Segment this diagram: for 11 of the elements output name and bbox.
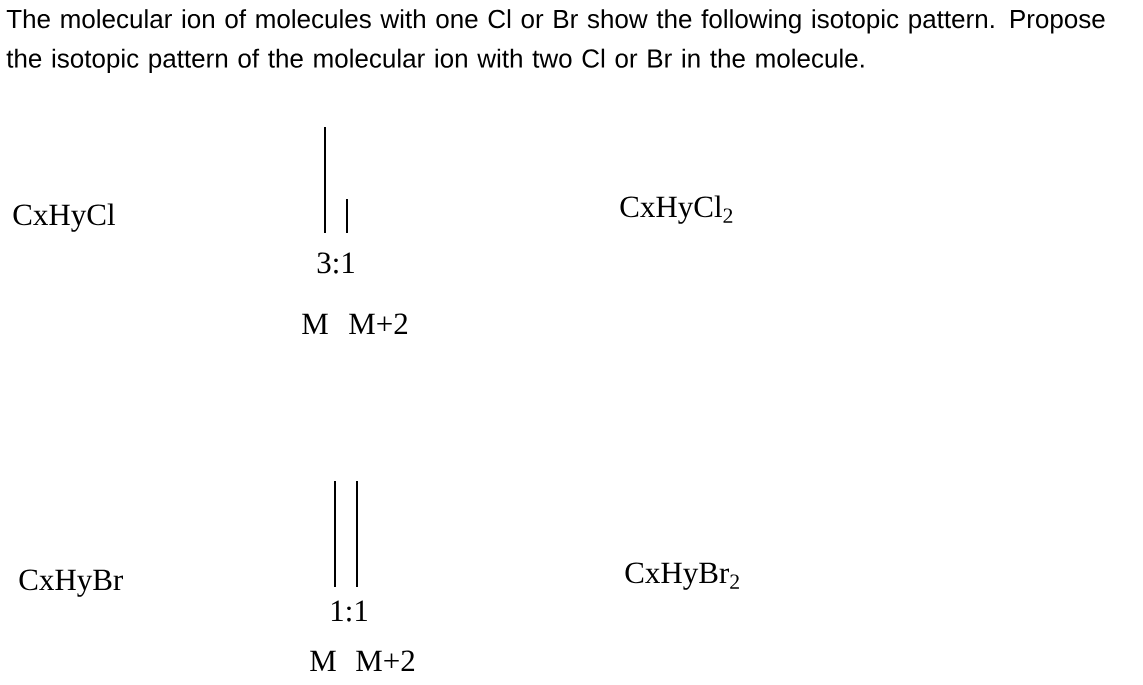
formula: CxHyCl$_{2}$: [620, 195, 733, 224]
formula: CxHyBr$_{2}$: [625, 562, 739, 590]
formula: CxHyCl: [13, 203, 115, 232]
formula: CxHyBr: [19, 569, 123, 597]
peak-label: M: [310, 650, 336, 671]
peak-label: M: [302, 313, 328, 334]
ratio-label: 1:1: [331, 600, 367, 622]
ratio-label: 3:1: [317, 252, 354, 274]
peak-label: M+2: [349, 313, 408, 334]
peak-label: M+2: [356, 650, 415, 671]
question-text: The molecular ion of molecules with one Cl or Br show the following isotopic pattern. Propose the isotopic pattern of the molecular ion with two Cl or Br in the molecule.: [6, 9, 1105, 73]
